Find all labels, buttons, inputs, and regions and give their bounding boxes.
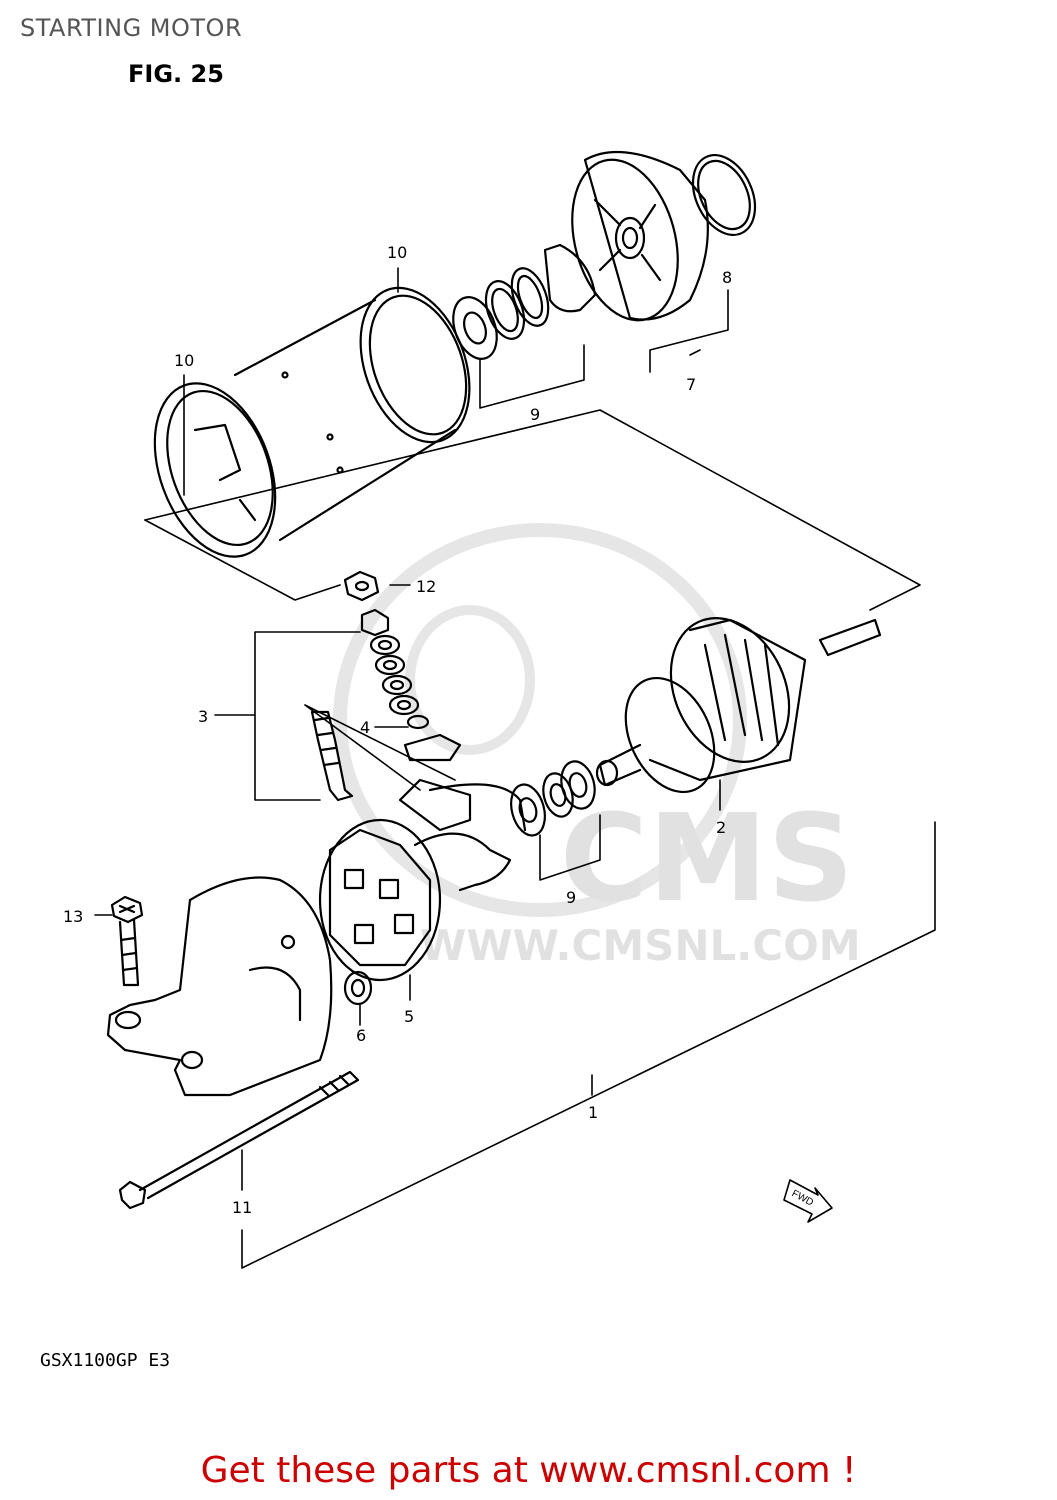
watermark-site: WWW.CMSNL.COM <box>420 921 861 970</box>
exploded-parts-diagram: CMS WWW.CMSNL.COM <box>63 150 936 1269</box>
callout-5: 5 <box>404 1007 414 1026</box>
callout-11: 11 <box>232 1198 252 1217</box>
callout-9-bottom: 9 <box>566 888 576 907</box>
front-cover <box>106 876 333 1097</box>
callout-10-left: 10 <box>174 351 194 370</box>
footer-shop-link[interactable]: Get these parts at www.cmsnl.com ! <box>200 1450 857 1491</box>
callout-12: 12 <box>416 577 436 596</box>
terminal-hardware <box>310 570 430 802</box>
model-code: GSX1100GP E3 <box>40 1350 171 1371</box>
watermark-brand: CMS <box>560 790 854 929</box>
washer-stack-top <box>452 243 597 360</box>
callout-10-top: 10 <box>387 243 407 262</box>
callout-13: 13 <box>63 907 83 926</box>
callout-3: 3 <box>198 707 208 726</box>
armature <box>595 617 882 794</box>
callout-8: 8 <box>722 268 732 287</box>
callout-7: 7 <box>686 375 696 394</box>
callout-9-top: 9 <box>530 405 540 424</box>
callout-4: 4 <box>360 718 370 737</box>
fwd-arrow-icon: FWD <box>783 1179 833 1223</box>
brush-holder <box>318 733 527 982</box>
watermark: CMS WWW.CMSNL.COM <box>333 523 861 970</box>
callout-1: 1 <box>588 1103 598 1122</box>
callout-6: 6 <box>356 1026 366 1045</box>
through-bolt <box>118 1070 360 1210</box>
callout-labels: 1 2 3 4 5 6 7 8 9 9 10 10 11 12 13 <box>63 243 732 1217</box>
yoke-housing <box>153 286 471 558</box>
rear-cover <box>571 150 757 322</box>
callout-2: 2 <box>716 818 726 837</box>
page-title: STARTING MOTOR <box>20 14 243 42</box>
leader-lines <box>94 267 936 1269</box>
figure-label: FIG. 25 <box>128 60 224 88</box>
bearing <box>343 970 373 1006</box>
mounting-bolt <box>110 895 144 987</box>
washer-stack-bottom <box>510 760 596 837</box>
